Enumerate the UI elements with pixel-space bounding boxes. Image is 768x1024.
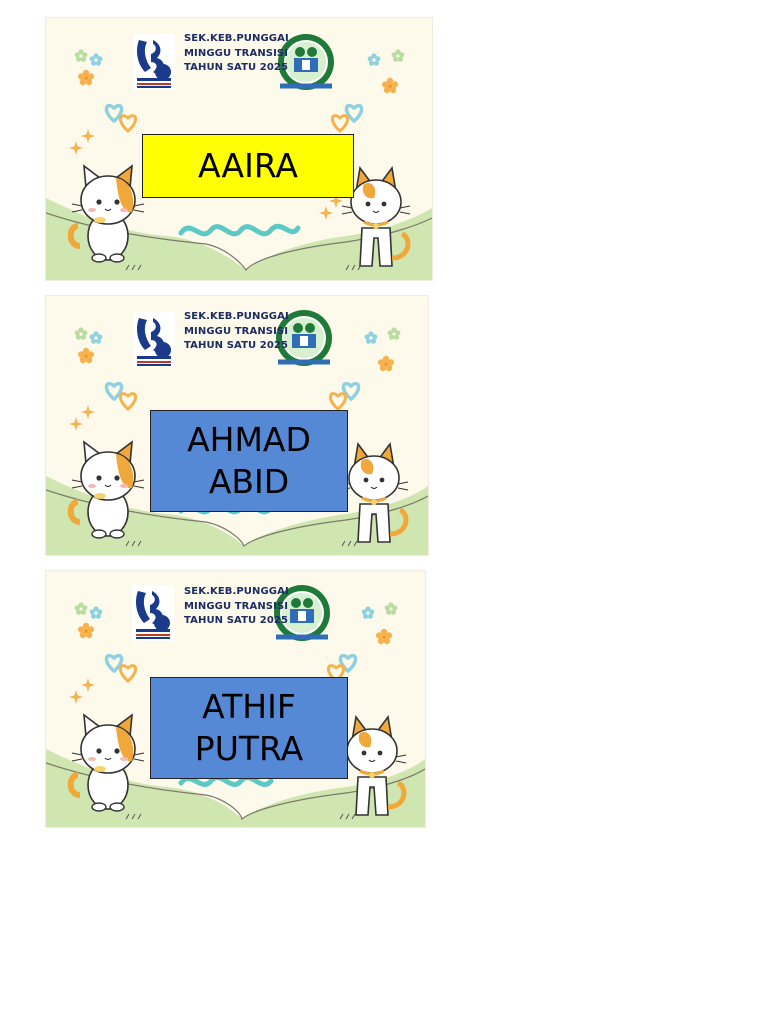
student-name-line-2: ABID <box>208 462 290 501</box>
school-name: SEK.KEB.PUNGGAI <box>184 311 289 322</box>
event-name: MINGGU TRANSISI <box>184 325 289 337</box>
card-background-art <box>46 571 425 827</box>
school-header: SEK.KEB.PUNGGAI MINGGU TRANSISI TAHUN SA… <box>184 32 289 76</box>
student-name-line-2: PUTRA <box>194 729 304 768</box>
name-box: AAIRA <box>142 134 354 198</box>
card-background-art <box>46 18 432 280</box>
school-name: SEK.KEB.PUNGGAI <box>184 33 289 44</box>
student-name-line-1: AHMAD <box>187 420 311 459</box>
student-name-line-1: AAIRA <box>198 146 298 185</box>
event-name: MINGGU TRANSISI <box>184 47 289 59</box>
school-header: SEK.KEB.PUNGGAI MINGGU TRANSISI TAHUN SA… <box>184 585 289 629</box>
name-box: AHMAD ABID <box>150 410 348 512</box>
school-name: SEK.KEB.PUNGGAI <box>184 586 289 597</box>
event-year: TAHUN SATU 2025 <box>184 62 289 73</box>
name-card-2: SEK.KEB.PUNGGAI MINGGU TRANSISI TAHUN SA… <box>45 295 429 556</box>
event-year: TAHUN SATU 2025 <box>184 340 289 351</box>
event-name: MINGGU TRANSISI <box>184 600 289 612</box>
name-box: ATHIF PUTRA <box>150 677 348 779</box>
name-card-3: SEK.KEB.PUNGGAI MINGGU TRANSISI TAHUN SA… <box>45 570 426 828</box>
school-header: SEK.KEB.PUNGGAI MINGGU TRANSISI TAHUN SA… <box>184 310 289 354</box>
event-year: TAHUN SATU 2025 <box>184 615 289 626</box>
student-name-line-1: ATHIF <box>202 687 296 726</box>
name-card-1: SEK.KEB.PUNGGAI MINGGU TRANSISI TAHUN SA… <box>45 17 433 281</box>
